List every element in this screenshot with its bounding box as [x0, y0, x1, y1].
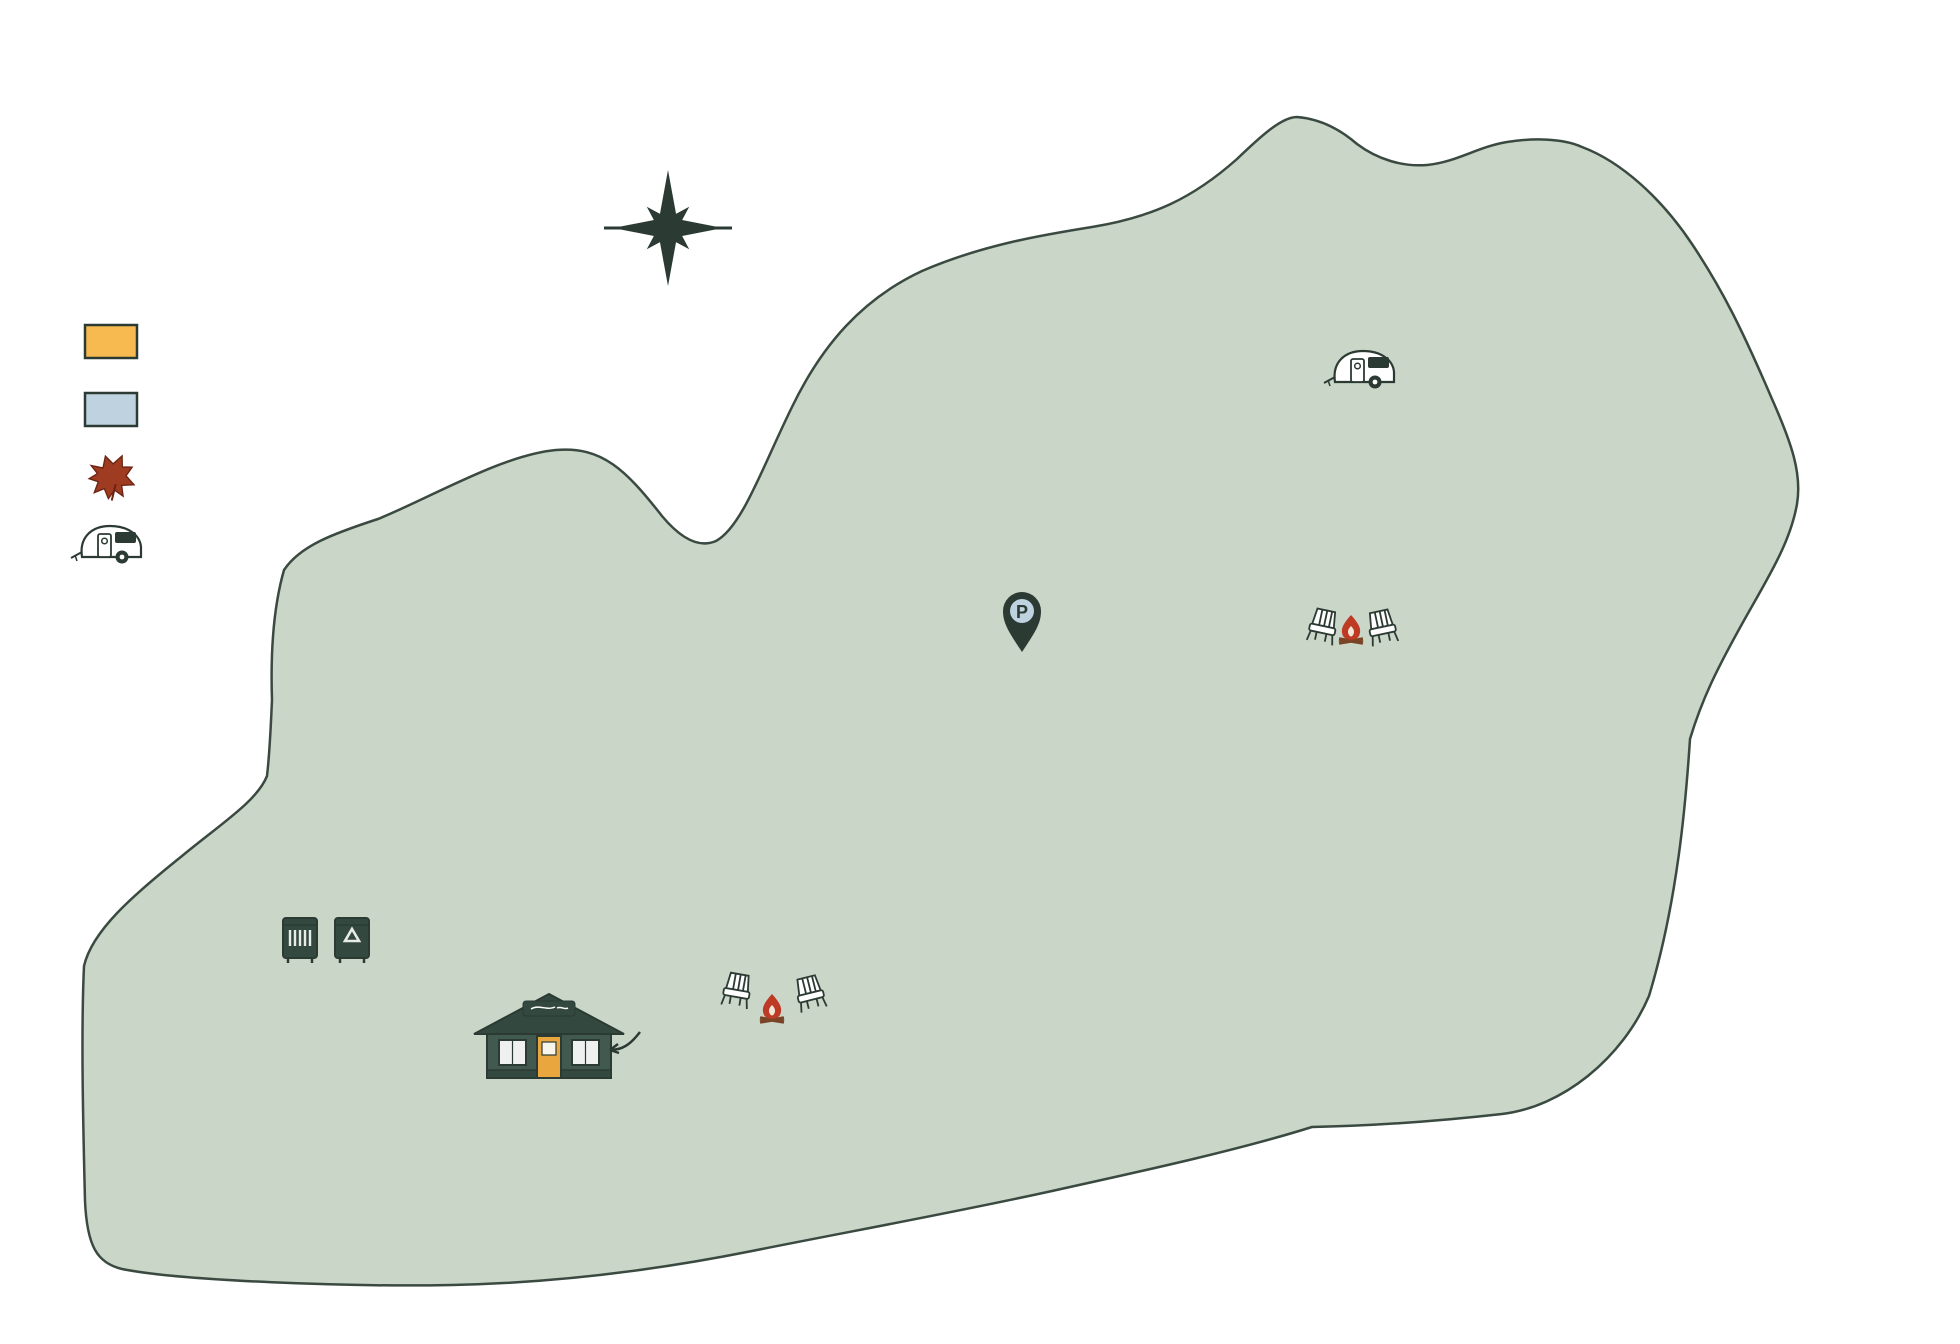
legend-seasonal-leaf-icon: [83, 449, 141, 506]
campground-area: [81, 115, 1800, 1287]
compass-rose: [604, 170, 732, 286]
trash-bin-icon: [281, 916, 319, 965]
legend-50amp-swatch: [83, 391, 139, 428]
legend-franklin-icon: [69, 524, 143, 565]
restroom-arrowhead: [609, 1043, 620, 1055]
legend-30amp-swatch: [83, 323, 139, 360]
recycle-bin-icon: [333, 916, 371, 965]
